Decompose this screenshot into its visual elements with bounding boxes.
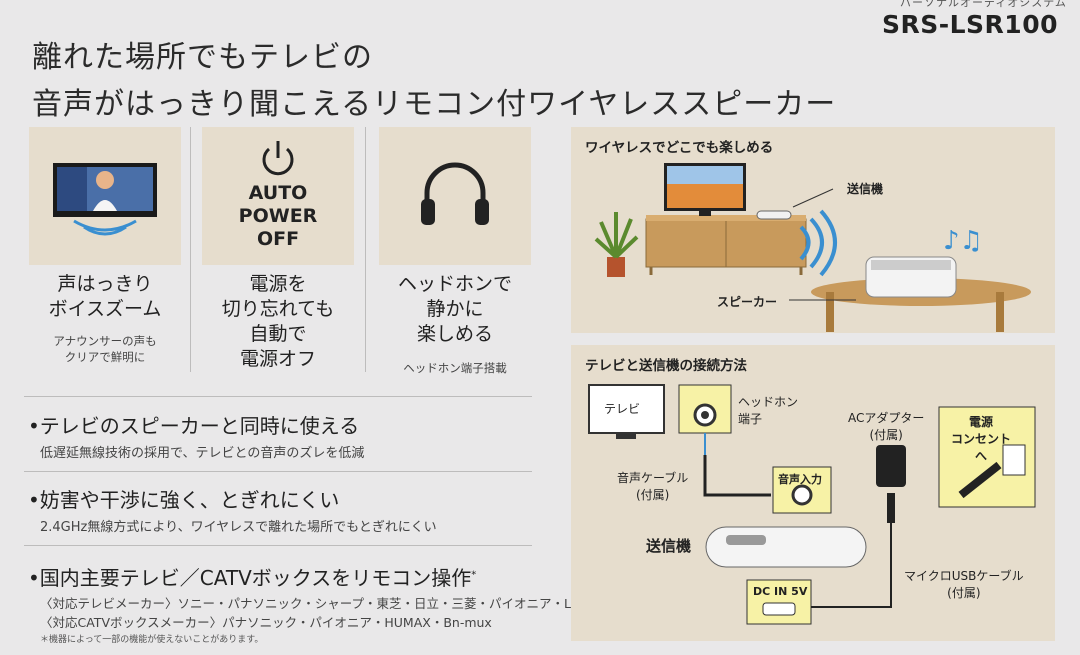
headline-line-1: 離れた場所でもテレビの <box>32 40 373 75</box>
connection-panel-title: テレビと送信機の接続方法 <box>585 358 747 374</box>
feature-divider <box>365 127 366 372</box>
divider <box>24 545 532 546</box>
outlet-label: 電源 コンセント へ <box>951 415 1012 463</box>
headline-line-2: 音声がはっきり聞こえるリモコン付ワイヤレススピーカー <box>32 87 837 122</box>
feature-divider <box>190 127 191 372</box>
bullet-2-desc: 2.4GHz無線方式により、ワイヤレスで離れた場所でもとぎれにくい <box>40 520 437 535</box>
wireless-panel-title: ワイヤレスでどこでも楽しめる <box>585 140 774 156</box>
headphone-jack-label: ヘッドホン 端子 <box>738 395 799 426</box>
audio-cable-label: 音声ケーブル (付属) <box>617 471 689 502</box>
bullet-3-title: •国内主要テレビ／CATVボックスをリモコン操作* <box>28 566 477 590</box>
bullet-1-desc: 低遅延無線技術の採用で、テレビとの音声のズレを低減 <box>40 446 365 461</box>
feature-auto-power-title: 電源を 切り忘れても 自動で 電源オフ <box>221 273 335 370</box>
svg-text:♪♫: ♪♫ <box>943 226 983 256</box>
wireless-panel: ワイヤレスでどこでも楽しめる ♪♫ 送信機 スピーカー <box>571 127 1055 333</box>
feature-headphone-title: ヘッドホンで 静かに 楽しめる <box>397 273 512 345</box>
divider <box>24 396 532 397</box>
transmitter-label-2: 送信機 <box>646 537 692 555</box>
connection-diagram <box>588 384 1036 625</box>
dc-in-label: DC IN 5V <box>753 585 808 598</box>
tv-voice-zoom-icon <box>53 163 157 236</box>
speaker-label: スピーカー <box>717 295 778 309</box>
ac-adapter-label: ACアダプター (付属) <box>848 411 925 442</box>
connection-panel: テレビと送信機の接続方法 テレビ ヘッドホン 端子 <box>571 345 1055 641</box>
usb-cable-label: マイクロUSBケーブル (付属) <box>904 569 1024 600</box>
transmitter-label: 送信機 <box>847 182 884 196</box>
bullet-2-title: •妨害や干渉に強く、とぎれにくい <box>28 488 340 512</box>
feature-voice-zoom-sub: アナウンサーの声も クリアで鮮明に <box>53 334 157 364</box>
feature-auto-power-box: AUTO POWER OFF <box>202 127 354 265</box>
model-name: SRS-LSR100 <box>881 10 1058 39</box>
bullet-1-title: •テレビのスピーカーと同時に使える <box>28 414 360 438</box>
feature-headphone-box <box>379 127 531 265</box>
living-room-illustration: ♪♫ <box>594 163 1031 332</box>
feature-headphone-sub: ヘッドホン端子搭載 <box>403 361 507 375</box>
off-text: OFF <box>256 228 300 250</box>
power-text: POWER <box>238 205 318 227</box>
footnote: ＊機器によって一部の機能が使えないことがあります。 <box>40 635 264 645</box>
audio-in-label: 音声入力 <box>778 473 822 486</box>
feature-voice-zoom-title: 声はっきり ボイスズーム <box>48 273 162 320</box>
auto-text: AUTO <box>248 182 308 204</box>
power-icon <box>262 141 294 176</box>
product-type-label: パーソナルオーディオシステム <box>900 0 1067 9</box>
tv-label: テレビ <box>604 402 641 416</box>
tv-makers: 〈対応テレビメーカー〉ソニー・パナソニック・シャープ・東芝・日立・三菱・パイオニ… <box>40 596 581 611</box>
divider <box>24 471 532 472</box>
feature-voice-zoom-box <box>29 127 181 265</box>
headphones-icon <box>421 162 489 225</box>
catv-makers: 〈対応CATVボックスメーカー〉パナソニック・パイオニア・HUMAX・Bn-mu… <box>40 615 492 630</box>
